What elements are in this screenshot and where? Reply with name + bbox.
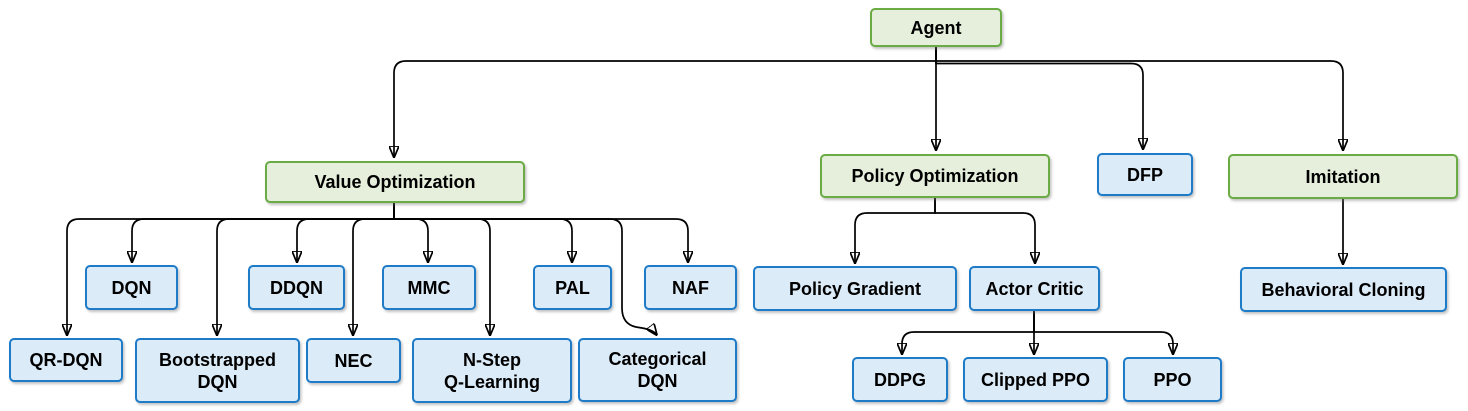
node-dfp: DFP xyxy=(1097,153,1193,196)
edge-po-actor-critic xyxy=(934,198,1035,262)
node-ddpg: DDPG xyxy=(852,357,948,402)
node-policy-optimization: Policy Optimization xyxy=(820,154,1050,198)
node-policy-gradient: Policy Gradient xyxy=(753,266,957,311)
edge-vo-bootstrapped-dqn xyxy=(217,203,395,334)
node-behavioral-cloning: Behavioral Cloning xyxy=(1240,267,1447,312)
node-pal: PAL xyxy=(533,265,612,310)
edge-vo-pal xyxy=(393,203,572,261)
edge-agent-dfp xyxy=(935,47,1143,148)
node-ddqn: DDQN xyxy=(248,265,345,310)
edge-vo-ddqn xyxy=(297,203,395,261)
node-mmc: MMC xyxy=(382,265,476,310)
edge-po-policy-gradient xyxy=(855,198,936,262)
node-bootstrapped-dqn: Bootstrapped DQN xyxy=(135,338,300,403)
node-naf: NAF xyxy=(644,265,737,310)
node-clipped-ppo: Clipped PPO xyxy=(963,357,1108,402)
node-value-optimization: Value Optimization xyxy=(265,161,525,203)
edge-ac-ppo xyxy=(1033,311,1173,353)
node-categorical-dqn: Categorical DQN xyxy=(578,338,737,402)
edge-ac-ddpg xyxy=(902,311,1035,353)
node-imitation: Imitation xyxy=(1228,154,1458,199)
node-n-step-q-learning: N-Step Q-Learning xyxy=(412,338,572,403)
edge-vo-qr-dqn xyxy=(67,203,395,334)
node-dqn: DQN xyxy=(85,265,178,310)
node-ppo: PPO xyxy=(1123,357,1222,402)
edge-vo-dqn xyxy=(132,203,395,261)
node-nec: NEC xyxy=(306,338,401,383)
edge-vo-nec xyxy=(353,203,395,334)
edge-agent-value-optimization xyxy=(394,47,937,156)
edge-agent-imitation xyxy=(935,47,1343,149)
edge-vo-categorical-dqn xyxy=(393,203,656,334)
edge-vo-naf xyxy=(393,203,688,261)
node-agent: Agent xyxy=(870,8,1002,47)
edge-vo-mmc xyxy=(393,203,428,261)
node-actor-critic: Actor Critic xyxy=(969,266,1100,311)
node-qr-dqn: QR-DQN xyxy=(9,338,123,382)
